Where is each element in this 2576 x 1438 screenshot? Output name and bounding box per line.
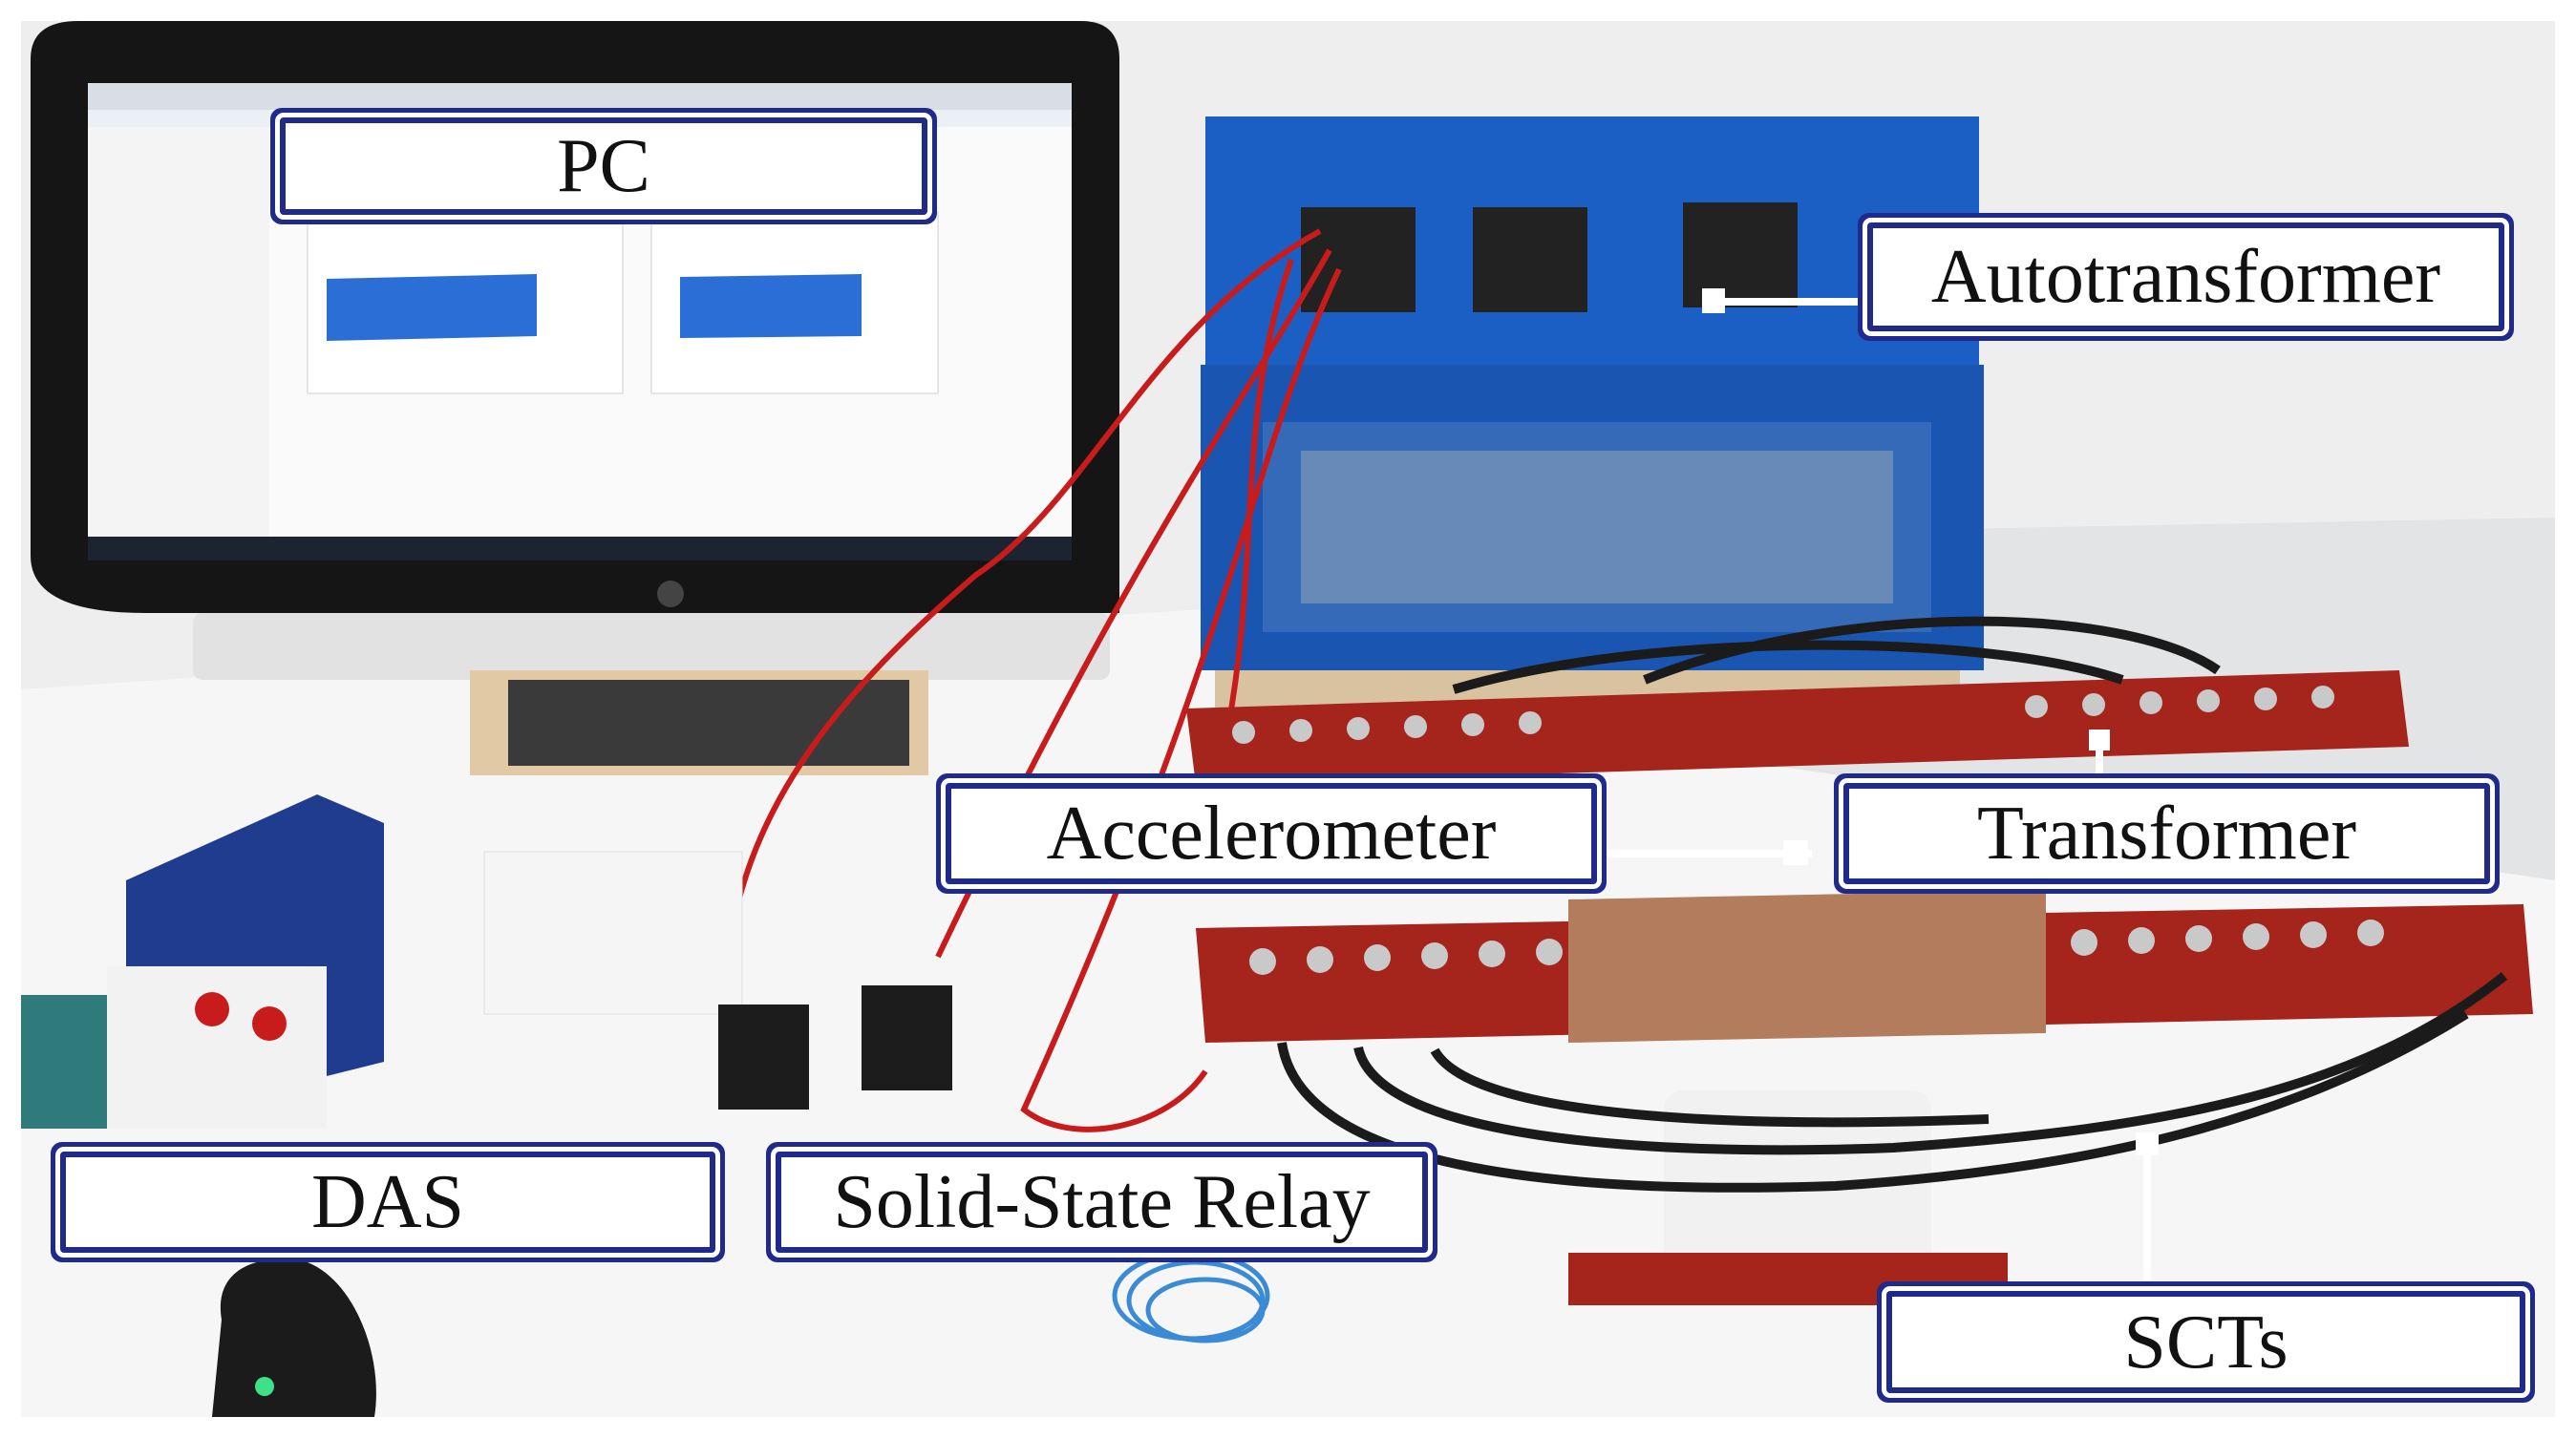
autotransformer-leader-dot (1702, 288, 1725, 313)
scts-cables (1277, 616, 2508, 1193)
signal-plot-1 (327, 274, 537, 341)
scene-drawing (21, 21, 2555, 1417)
label-pc: PC (280, 117, 927, 215)
transformer-leader-dot (2089, 730, 2110, 751)
lab-setup-photo (21, 21, 2555, 1417)
scts-leader-dot (2136, 1132, 2159, 1155)
label-solid-state-relay: Solid-State Relay (776, 1152, 1428, 1253)
transformer-leader (2096, 732, 2103, 804)
signal-plot-2 (680, 274, 862, 338)
label-scts: SCTs (1886, 1291, 2525, 1393)
label-das: DAS (60, 1152, 715, 1253)
network-cable-coil (1112, 1250, 1270, 1343)
label-accelerometer: Accelerometer (946, 783, 1597, 884)
mouse-icon (212, 1258, 376, 1417)
solid-state-relays (718, 985, 952, 1110)
accelerometer-leader-dot (1783, 840, 1808, 865)
das-box (107, 794, 384, 1129)
scts-leader (2143, 1138, 2151, 1301)
das-module (483, 851, 743, 1015)
accelerometer-leader (1602, 850, 1812, 857)
autotransformer-leader (1702, 298, 1884, 306)
label-transformer: Transformer (1843, 783, 2490, 884)
label-autotransformer: Autotransformer (1867, 222, 2504, 331)
